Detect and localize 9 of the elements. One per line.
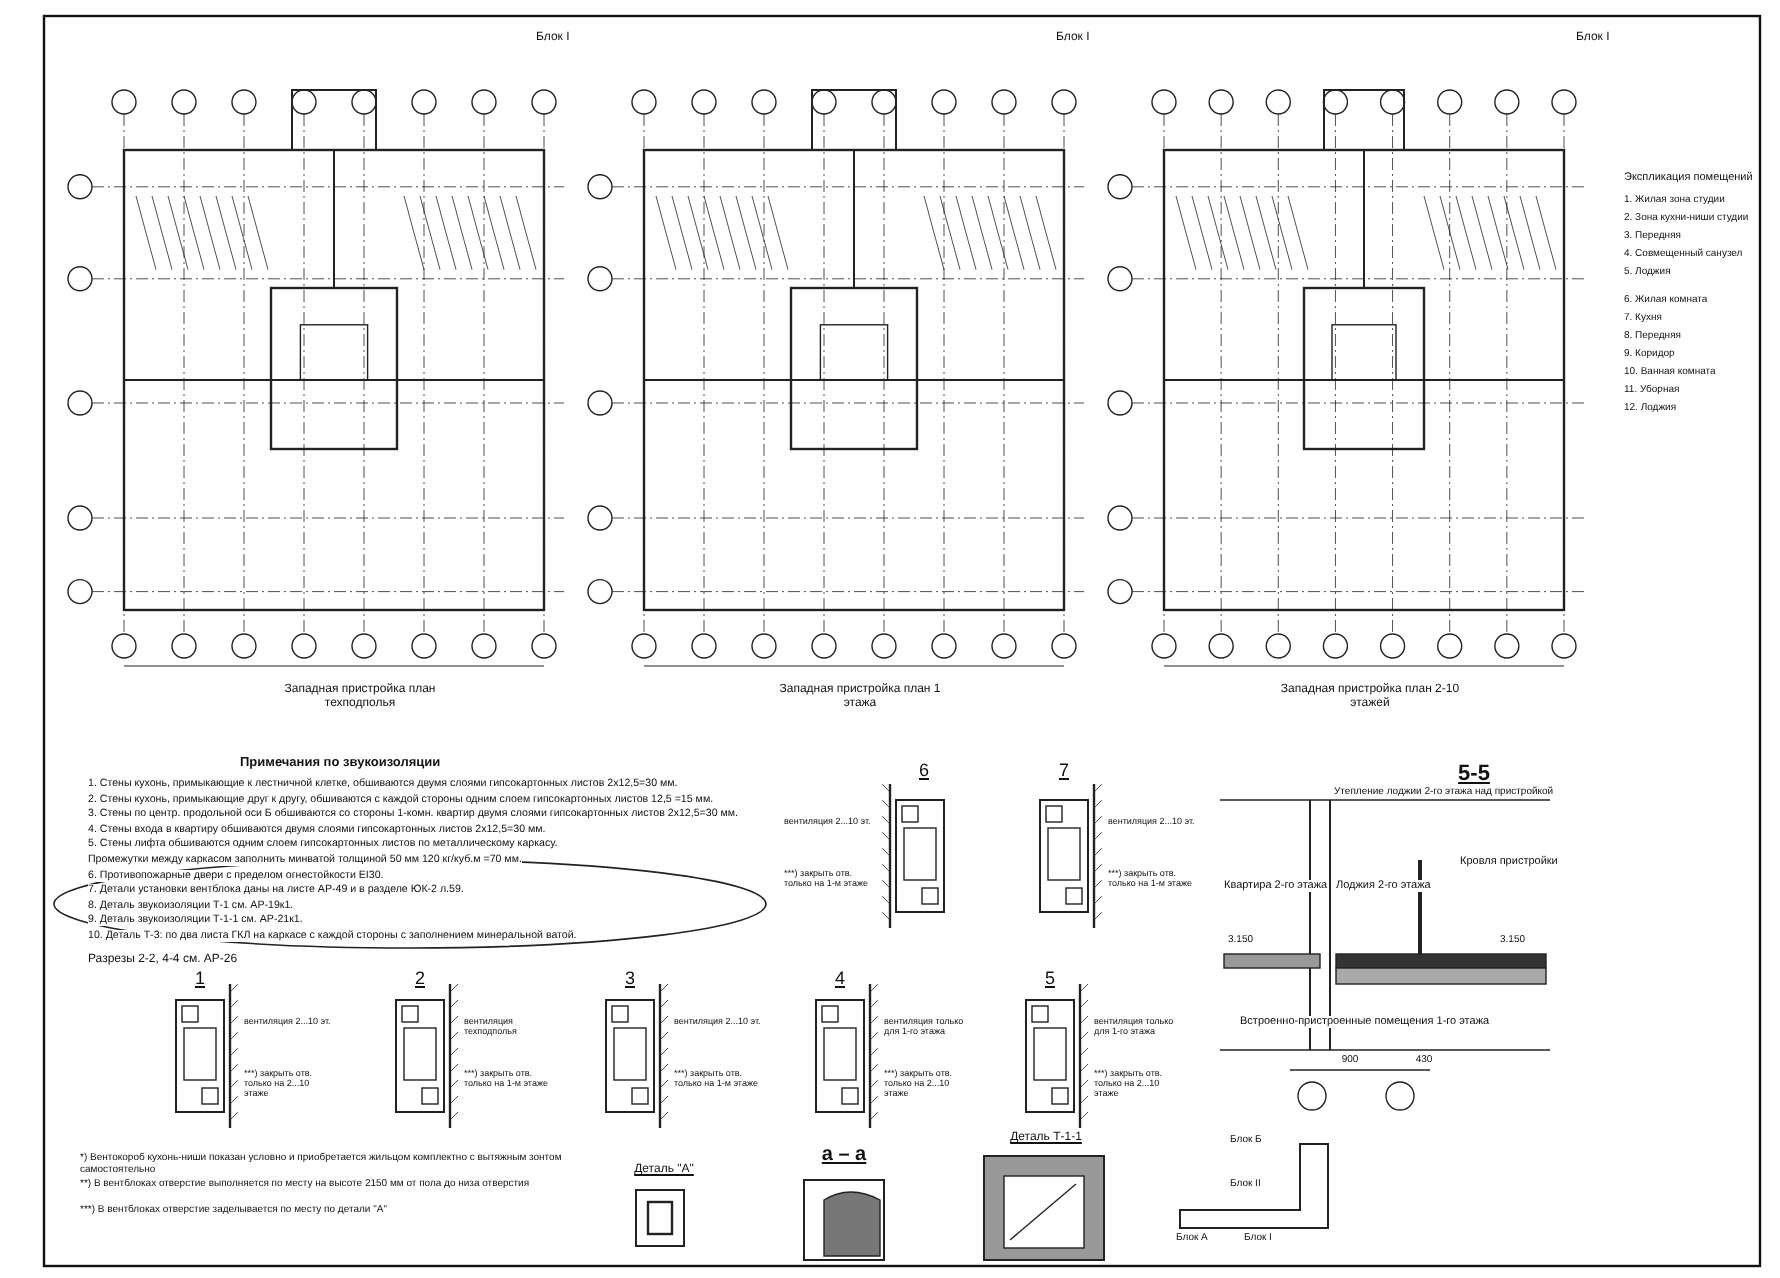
section-number: 5-5 [1456, 762, 1492, 788]
section-number: 7 [1056, 760, 1071, 781]
detail-title: а – а [819, 1144, 869, 1167]
section-number: 1 [192, 968, 207, 989]
section-number: 6 [916, 760, 931, 781]
section-number: 5 [1042, 968, 1057, 989]
section-number: 2 [412, 968, 427, 989]
section-number: 3 [622, 968, 637, 989]
section-number: 4 [832, 968, 847, 989]
